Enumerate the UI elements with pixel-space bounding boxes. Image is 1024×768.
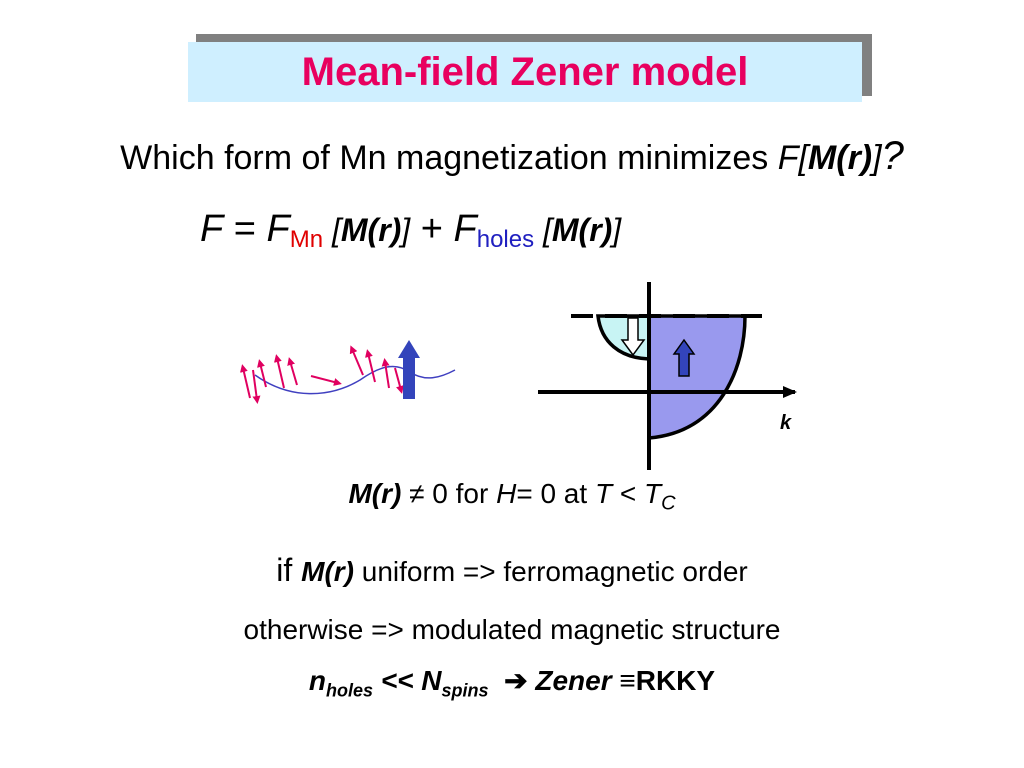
spin-wave-diagram (240, 340, 456, 404)
spin-arrow (252, 369, 261, 404)
band-diagram (538, 282, 797, 470)
lower-band (647, 314, 747, 440)
down-arrow (620, 317, 646, 357)
zener-rkky-line: nholes << Nspins ➔ Zener ≡RKKY (308, 665, 716, 701)
spin-arrow (240, 364, 251, 399)
slide-title: Mean-field Zener model (301, 50, 749, 94)
title-box (188, 42, 862, 102)
spin-arrow (257, 359, 267, 388)
spin-arrow (349, 345, 364, 376)
spin-arrow (381, 358, 390, 389)
spin-arrow (394, 367, 404, 394)
spin-arrow (287, 357, 298, 386)
question-text: Which form of Mn magnetization minimizes… (120, 134, 904, 178)
wave-curve (254, 365, 456, 395)
k-axis-label: k (780, 412, 792, 434)
spin-arrow (365, 349, 376, 383)
uniform-line: if M(r) uniform => ferromagnetic order (276, 552, 748, 588)
modulated-line: otherwise => modulated magnetic structur… (243, 614, 781, 645)
spin-arrow (310, 375, 342, 386)
free-energy-formula: F = FMn [M(r)] + Fholes [M(r)] (200, 208, 622, 253)
right-arrow-icon: ➔ (504, 665, 528, 696)
spin-arrow (274, 354, 285, 389)
upper-band (596, 314, 651, 361)
up-arrow (672, 338, 696, 377)
condition-line: M(r) ≠ 0 for H= 0 at T < TC (348, 478, 676, 515)
magnetization-arrow (398, 340, 420, 399)
